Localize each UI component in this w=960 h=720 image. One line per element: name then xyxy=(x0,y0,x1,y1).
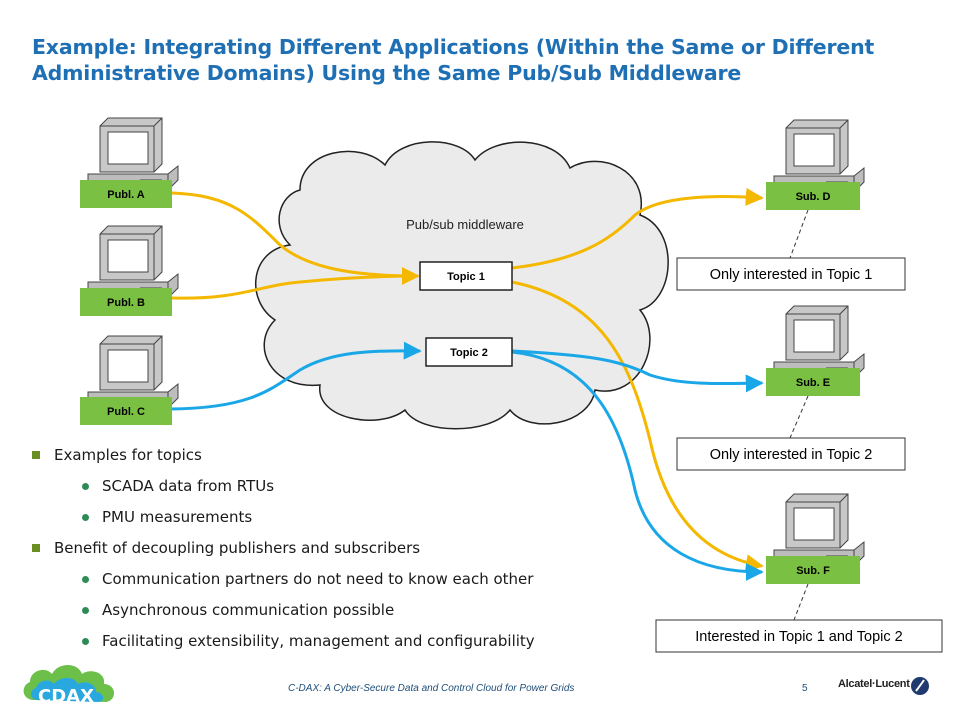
sub-bullet-item: Communication partners do not need to kn… xyxy=(32,568,672,599)
note-connector xyxy=(789,209,809,259)
square-bullet-icon xyxy=(32,544,40,552)
note-sub-f-text: Interested in Topic 1 and Topic 2 xyxy=(695,629,902,645)
note-sub-d: Only interested in Topic 1 xyxy=(676,257,906,291)
page-title: Example: Integrating Different Applicati… xyxy=(32,35,875,85)
flow-publ-a-topic1 xyxy=(171,191,420,285)
publisher-a-label: Publ. A xyxy=(107,189,145,201)
dot-bullet-icon xyxy=(82,483,89,490)
sub-bullet-item: PMU measurements xyxy=(32,506,672,537)
topic-2-box: Topic 2 xyxy=(425,337,513,367)
computer-icon xyxy=(87,117,179,191)
publisher-c: Publ. C xyxy=(80,335,179,425)
subscriber-e-label: Sub. E xyxy=(796,377,830,389)
note-connector xyxy=(789,395,809,439)
bullet-item: Benefit of decoupling publishers and sub… xyxy=(32,537,672,568)
topic-2-label: Topic 2 xyxy=(450,347,488,359)
note-connector xyxy=(793,583,809,621)
dot-bullet-icon xyxy=(82,607,89,614)
dot-bullet-icon xyxy=(82,576,89,583)
company-logo-text: Alcatel·Lucent xyxy=(838,678,910,690)
publisher-a: Publ. A xyxy=(80,117,179,208)
flow-topic1-sub-f xyxy=(511,280,764,573)
dot-bullet-icon xyxy=(82,514,89,521)
square-bullet-icon xyxy=(32,451,40,459)
publisher-c-label: Publ. C xyxy=(107,406,145,418)
bullet-item: Examples for topics xyxy=(32,444,672,475)
flow-topic2-sub-f xyxy=(511,350,764,581)
bullet-list: Examples for topics SCADA data from RTUs… xyxy=(32,444,672,661)
subscriber-f-label: Sub. F xyxy=(796,565,830,577)
subscriber-e: Sub. E xyxy=(766,305,865,396)
flow-topic2-sub-e xyxy=(511,349,764,393)
cloud-label: Pub/sub middleware xyxy=(406,217,524,232)
svg-text:CDAX: CDAX xyxy=(38,686,94,707)
note-sub-e-text: Only interested in Topic 2 xyxy=(710,447,873,463)
note-sub-f: Interested in Topic 1 and Topic 2 xyxy=(655,619,943,653)
sub-bullet-item: Asynchronous communication possible xyxy=(32,599,672,630)
flow-topic1-sub-d xyxy=(511,187,764,270)
sub-bullet-item: SCADA data from RTUs xyxy=(32,475,672,506)
publisher-b-label: Publ. B xyxy=(107,297,145,309)
computer-icon xyxy=(87,225,179,299)
topic-1-box: Topic 1 xyxy=(419,261,513,291)
dot-bullet-icon xyxy=(82,638,89,645)
subscriber-d-label: Sub. D xyxy=(796,191,831,203)
alcatel-lucent-logo-icon xyxy=(911,677,929,695)
note-sub-d-text: Only interested in Topic 1 xyxy=(710,267,873,283)
cdax-logo: CDAX xyxy=(23,665,115,707)
computer-icon xyxy=(773,493,865,567)
flow-publ-c-topic2 xyxy=(171,341,422,411)
flow-publ-b-topic1 xyxy=(171,267,420,300)
footer-text: C-DAX: A Cyber-Secure Data and Control C… xyxy=(288,683,575,694)
sub-bullet-item: Facilitating extensibility, management a… xyxy=(32,630,672,661)
topic-1-label: Topic 1 xyxy=(447,271,485,283)
page-number: 5 xyxy=(802,683,808,694)
subscriber-f: Sub. F xyxy=(766,493,865,584)
computer-icon xyxy=(773,119,865,193)
publisher-b: Publ. B xyxy=(80,225,179,316)
subscriber-d: Sub. D xyxy=(766,119,865,210)
note-sub-e: Only interested in Topic 2 xyxy=(676,437,906,471)
computer-icon xyxy=(773,305,865,379)
